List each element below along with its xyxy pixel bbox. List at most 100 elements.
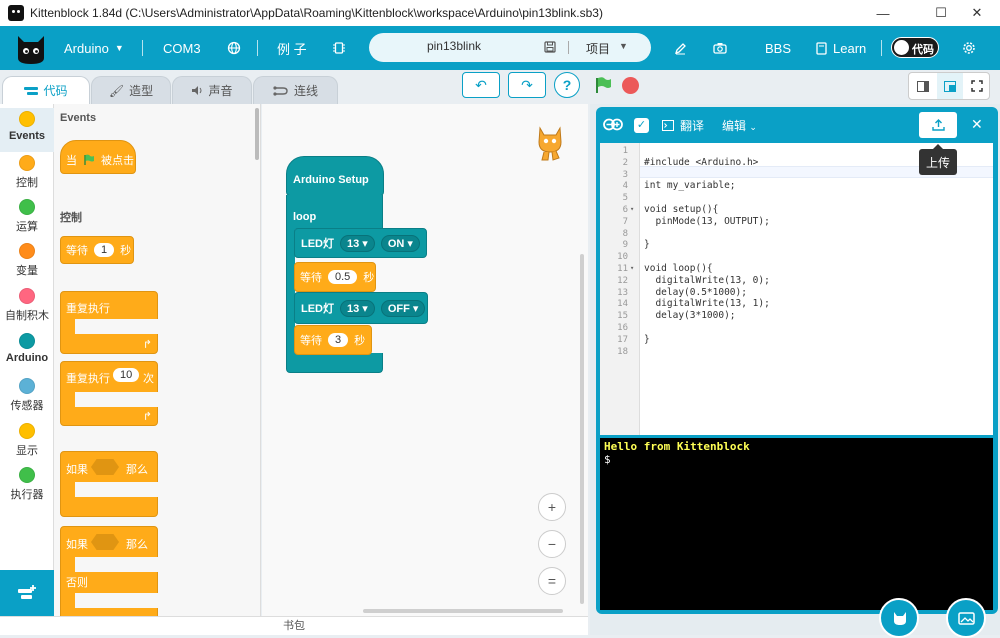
workspace-scrollbar-vertical[interactable]	[580, 254, 584, 604]
question-icon: ?	[562, 77, 572, 93]
close-editor-icon[interactable]: ✕	[971, 116, 983, 132]
learn-link[interactable]: Learn	[816, 26, 866, 70]
save-icon[interactable]	[544, 41, 556, 53]
window-titlebar: Kittenblock 1.84d (C:\Users\Administrato…	[0, 0, 1000, 26]
category-sensors[interactable]: 传感器	[0, 375, 54, 419]
maximize-button[interactable]: ☐	[935, 5, 947, 20]
tab-costumes[interactable]: 🖌 造型	[91, 76, 171, 104]
wait-block[interactable]: 等待 1 秒	[60, 236, 134, 264]
led-pin-dropdown[interactable]: 13 ▾	[340, 234, 375, 252]
device-selector[interactable]: Arduino ▼	[64, 26, 124, 70]
palette-scrollbar[interactable]	[255, 108, 259, 160]
backdrop-add-button[interactable]	[946, 598, 986, 638]
tooltip-text: 上传	[925, 155, 950, 170]
fold-arrow-icon[interactable]: ▾	[630, 205, 635, 213]
upload-button[interactable]	[919, 112, 957, 138]
when-flag-clicked-block[interactable]: 当 被点击	[60, 140, 136, 174]
zoom-reset-button[interactable]: =	[538, 567, 566, 595]
condition-slot[interactable]	[91, 459, 119, 475]
wait-value[interactable]: 0.5	[328, 270, 358, 284]
small-stage-button[interactable]	[909, 73, 937, 99]
tab-code[interactable]: 代码	[2, 76, 90, 104]
tab-wiring[interactable]: 连线	[253, 76, 338, 104]
zoom-in-icon: +	[547, 499, 557, 515]
workspace-scrollbar-horizontal[interactable]	[363, 609, 563, 613]
redo-button[interactable]: ↷	[508, 72, 546, 98]
category-label: 显示	[16, 445, 38, 457]
led-state-dropdown[interactable]: OFF ▾	[380, 299, 426, 317]
kittenblock-logo[interactable]	[14, 30, 48, 66]
category-control[interactable]: 控制	[0, 152, 54, 196]
undo-button[interactable]: ↶	[462, 72, 500, 98]
category-actuators[interactable]: 执行器	[0, 464, 54, 508]
category-variables[interactable]: 变量	[0, 240, 54, 284]
category-my-blocks[interactable]: 自制积木	[0, 285, 54, 329]
fold-arrow-icon[interactable]: ▾	[630, 264, 635, 272]
wait-value[interactable]: 3	[328, 333, 349, 347]
led-pin-dropdown[interactable]: 13 ▾	[340, 299, 375, 317]
examples-button[interactable]: 例 子	[277, 26, 307, 70]
pen-button[interactable]	[674, 26, 687, 70]
block-text: 次	[143, 373, 154, 385]
stop-icon[interactable]	[622, 77, 639, 94]
menu-bar: Arduino ▼ COM3 例 子 项目 ▼ BBS Learn 代码	[0, 26, 1000, 70]
upload-icon	[931, 119, 945, 131]
if-else-block[interactable]: 如果 那么 否则	[60, 526, 159, 616]
sprite-add-button[interactable]	[879, 598, 919, 638]
line-number: 12	[617, 275, 628, 286]
settings-button[interactable]	[962, 26, 976, 70]
project-menu[interactable]: 项目	[586, 42, 611, 56]
tab-sounds[interactable]: 声音	[172, 76, 252, 104]
zoom-in-button[interactable]: +	[538, 493, 566, 521]
minimize-button[interactable]: —	[876, 5, 890, 21]
code-mode-toggle[interactable]: 代码	[891, 37, 939, 58]
close-window-button[interactable]: ✕	[971, 5, 983, 20]
led-off-block[interactable]: LED灯 13 ▾ OFF ▾	[294, 292, 428, 324]
condition-slot[interactable]	[91, 534, 119, 550]
line-number: 8	[622, 228, 628, 239]
backpack-bar[interactable]: 书包	[0, 616, 588, 635]
repeat-block[interactable]: 重复执行 10 次 ↱	[60, 361, 159, 426]
script-workspace[interactable]: Arduino Setup loop LED灯 13 ▾ ON ▾ 等待 0.5…	[262, 104, 588, 616]
arduino-setup-block[interactable]: Arduino Setup	[286, 156, 384, 196]
category-operators[interactable]: 运算	[0, 196, 54, 240]
wait-block[interactable]: 等待 3 秒	[294, 325, 372, 355]
edit-menu[interactable]: 编辑 ⌄	[722, 117, 757, 134]
translate-button[interactable]: 翻译	[662, 117, 704, 134]
fullscreen-button[interactable]	[963, 73, 991, 99]
repeat-count[interactable]: 10	[113, 368, 140, 382]
globe-icon	[227, 41, 241, 55]
category-label: 传感器	[10, 400, 44, 412]
category-events[interactable]: Events	[0, 108, 54, 152]
project-name-input[interactable]	[389, 39, 519, 53]
category-arduino[interactable]: Arduino	[0, 330, 54, 374]
wait-value[interactable]: 1	[94, 243, 115, 257]
terminal-line: Hello from Kittenblock	[604, 440, 750, 453]
add-extension-button[interactable]	[0, 570, 54, 616]
help-button[interactable]: ?	[554, 72, 580, 98]
wait-block[interactable]: 等待 0.5 秒	[294, 262, 376, 292]
serial-terminal[interactable]: Hello from Kittenblock $	[600, 438, 993, 610]
language-button[interactable]	[227, 26, 241, 70]
board-button[interactable]	[333, 26, 345, 70]
current-line-highlight	[640, 166, 993, 178]
if-then-block[interactable]: 如果 那么	[60, 451, 159, 517]
green-flag-icon[interactable]	[594, 76, 612, 94]
large-stage-button[interactable]	[937, 73, 963, 99]
code-line: void setup(){	[644, 204, 719, 215]
forever-block[interactable]: 重复执行 ↱	[60, 291, 159, 354]
led-state-dropdown[interactable]: ON ▾	[380, 234, 420, 252]
bbs-link[interactable]: BBS	[765, 26, 791, 70]
category-display[interactable]: 显示	[0, 420, 54, 464]
screenshot-button[interactable]	[713, 26, 727, 70]
checkbox-checked-icon[interactable]: ✓	[634, 118, 649, 133]
block-text: 等待	[66, 245, 88, 257]
port-selector[interactable]: COM3	[163, 26, 201, 70]
pen-icon	[674, 42, 686, 54]
line-number: 2	[622, 157, 628, 168]
zoom-out-button[interactable]: −	[538, 530, 566, 558]
book-icon	[816, 41, 827, 55]
led-on-block[interactable]: LED灯 13 ▾ ON ▾	[294, 228, 427, 258]
